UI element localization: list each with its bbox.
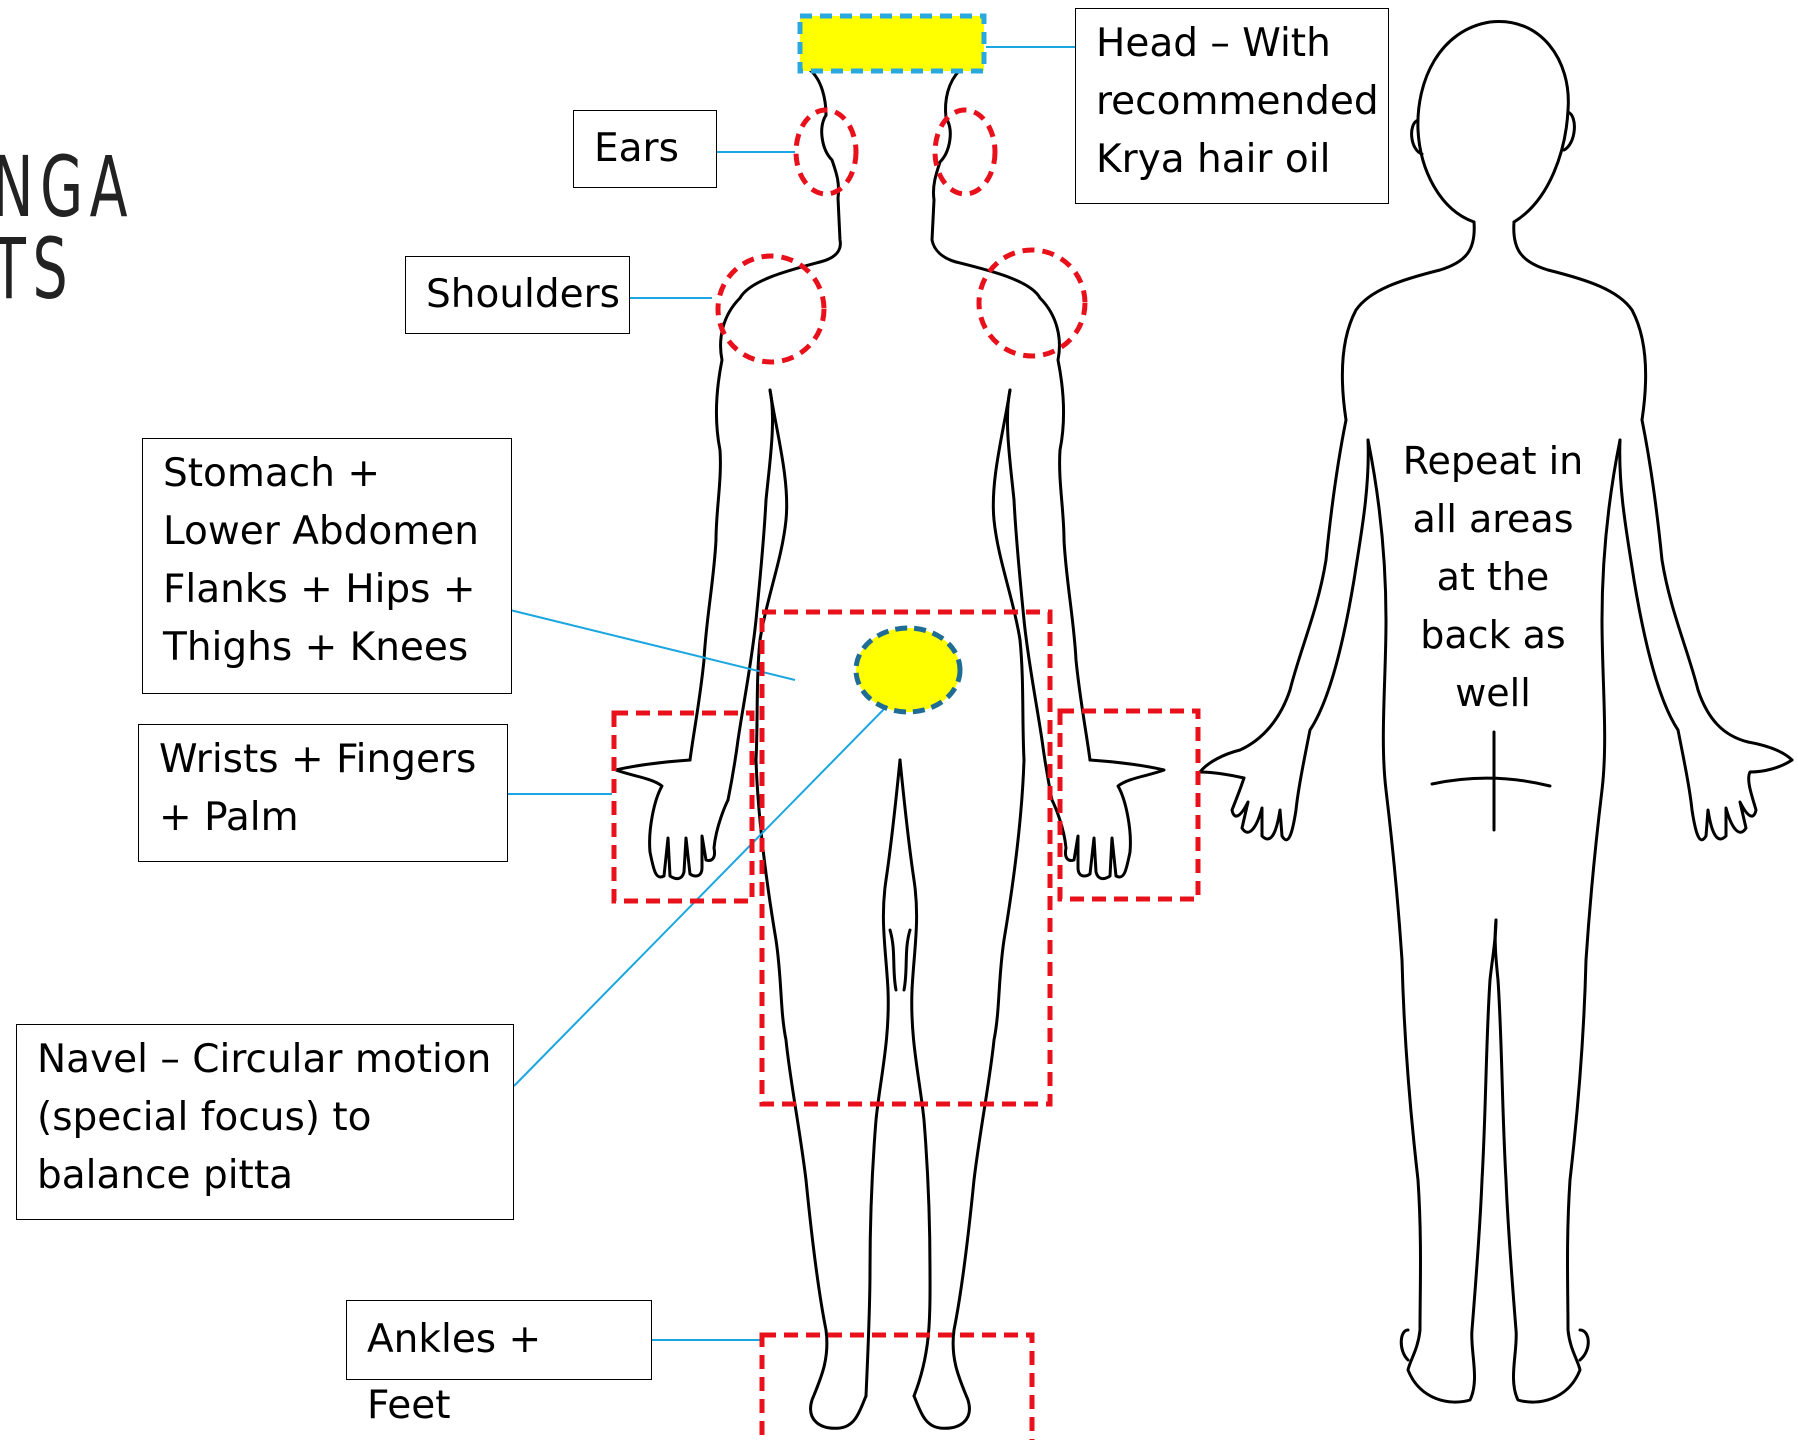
back-note: Repeat in all areas at the back as well xyxy=(1368,432,1618,722)
ear-zone-right xyxy=(935,110,995,194)
wrist-zone-right xyxy=(1060,711,1198,899)
leader-line-navel xyxy=(514,703,890,1086)
shoulder-zone-left xyxy=(718,256,824,362)
label-ears: Ears xyxy=(573,110,717,188)
head-zone xyxy=(800,16,984,71)
label-wrists: Wrists + Fingers + Palm xyxy=(138,724,508,862)
label-navel: Navel – Circular motion (special focus) … xyxy=(16,1024,514,1220)
navel-zone xyxy=(856,628,960,712)
label-stomach: Stomach + Lower Abdomen Flanks + Hips + … xyxy=(142,438,512,694)
ankle-zone xyxy=(762,1335,1032,1440)
front-body-outline xyxy=(616,70,1164,1428)
leader-lines xyxy=(506,47,1075,1340)
label-ankles: Ankles + Feet xyxy=(346,1300,652,1380)
label-shoulders: Shoulders xyxy=(405,256,630,334)
label-head: Head – With recommended Krya hair oil xyxy=(1075,8,1389,204)
shoulder-zone-right xyxy=(979,250,1085,356)
